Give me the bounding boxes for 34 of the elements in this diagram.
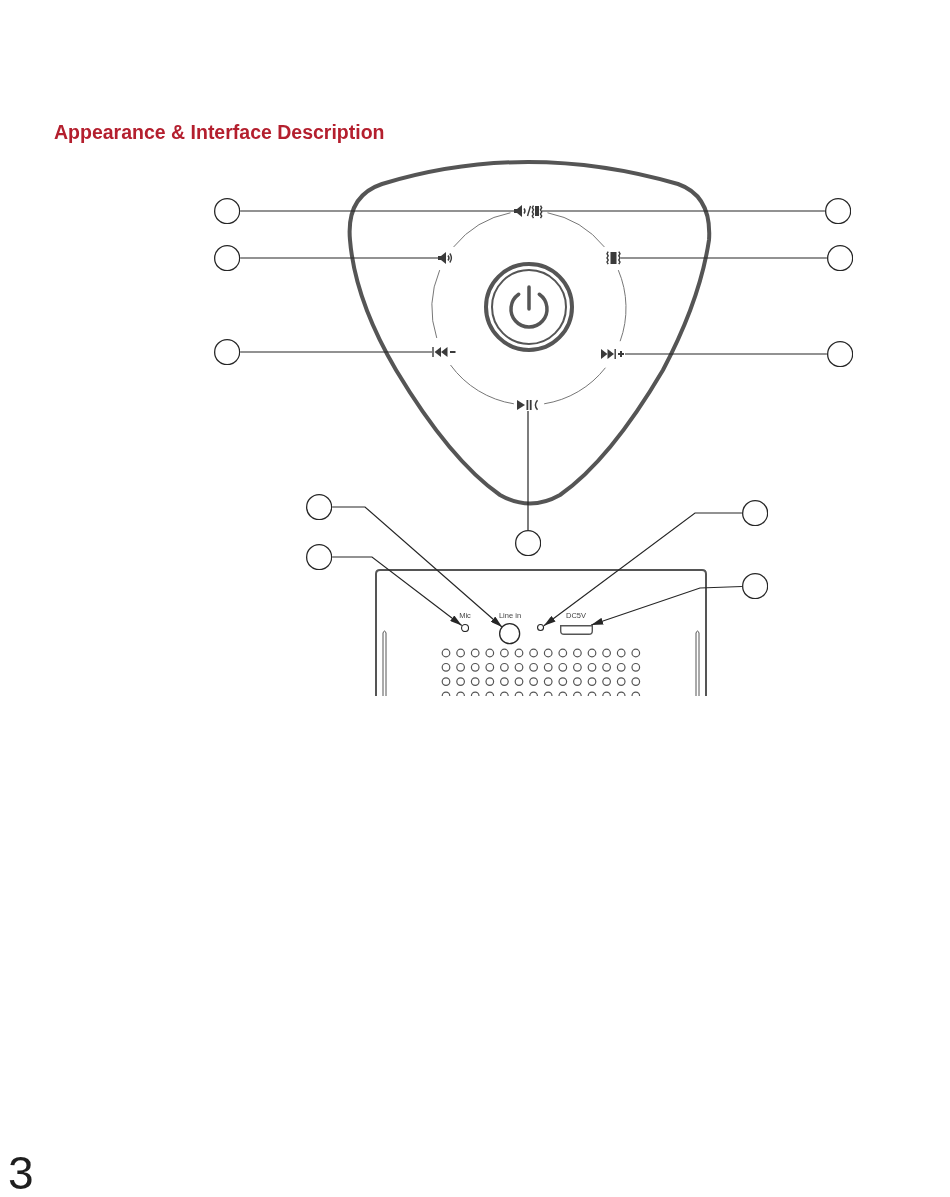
microphone-hole-icon (460, 623, 470, 633)
callout-circle (305, 543, 333, 571)
callout-circle (824, 197, 852, 225)
leader-line (590, 585, 743, 626)
audio-jack-icon (499, 623, 521, 645)
leader-line (620, 257, 828, 259)
previous-track-icon (432, 346, 456, 358)
page-number: 3 (8, 1150, 34, 1196)
indicator-light-icon (537, 624, 545, 632)
leader-line (331, 506, 503, 628)
callout-circle (213, 197, 241, 225)
callout-circle (741, 572, 769, 600)
leader-line (239, 351, 433, 353)
leader-line (624, 353, 828, 355)
leader-line (331, 556, 463, 627)
power-port-icon (560, 625, 593, 635)
callout-circle (514, 529, 542, 557)
leader-line (239, 257, 439, 259)
callout-circle (305, 493, 333, 521)
leader-line (541, 210, 826, 212)
page-title: Appearance & Interface Description (54, 123, 385, 143)
callout-circle (826, 244, 854, 272)
leader-line (527, 410, 529, 531)
play-pause-icon (517, 399, 539, 411)
next-track-icon (601, 348, 625, 360)
callout-circle (213, 244, 241, 272)
vibrate-icon (606, 251, 621, 265)
speaker-vibrate-icon (514, 205, 542, 217)
speaker-icon (438, 251, 452, 265)
leader-line (239, 210, 515, 212)
leader-line (543, 512, 743, 627)
callout-circle (213, 338, 241, 366)
callout-circle (826, 340, 854, 368)
callout-circle (741, 499, 769, 527)
